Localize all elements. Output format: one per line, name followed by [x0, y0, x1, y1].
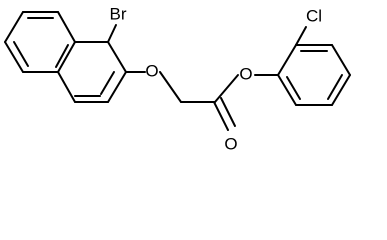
bond-carbonyl-1	[213, 101, 229, 131]
chemical-structure: Br O O O Cl	[4, 4, 351, 153]
atom-label-o-carbonyl: O	[224, 134, 237, 153]
bond-phenyl-6	[277, 74, 297, 106]
double-bond-phenyl-left	[286, 76, 301, 100]
atom-label-cl: Cl	[306, 6, 322, 25]
double-bond-naph-center	[55, 44, 69, 68]
bond-naph-left-2	[4, 41, 24, 73]
bond-phenyl-3	[331, 44, 351, 76]
bond-naph-fusion	[57, 41, 76, 73]
bond-naph-right-5	[57, 71, 76, 103]
bond-c-br	[107, 24, 117, 43]
bond-phenyl-1	[277, 44, 297, 76]
double-bond-phenyl-right	[327, 74, 343, 100]
bond-phenyl-4	[331, 74, 351, 106]
structure-canvas: Br O O O Cl	[4, 4, 351, 154]
double-bond-naph-left-low	[13, 41, 29, 67]
bond-naph-right-2	[107, 41, 127, 73]
bond-o-ch2	[159, 71, 182, 103]
bond-carbonyl-2	[220, 97, 236, 127]
bond-c-cl	[295, 26, 307, 46]
atom-label-br: Br	[110, 4, 127, 23]
atom-label-o-ester: O	[239, 64, 252, 83]
bond-naph-left-1	[4, 11, 24, 43]
bond-naph-left-5	[57, 11, 76, 43]
bond-c-o-ester	[214, 74, 239, 103]
atom-label-o-ether: O	[145, 61, 158, 80]
double-bond-naph-right	[100, 71, 115, 95]
bond-naph-right-3	[107, 71, 127, 103]
